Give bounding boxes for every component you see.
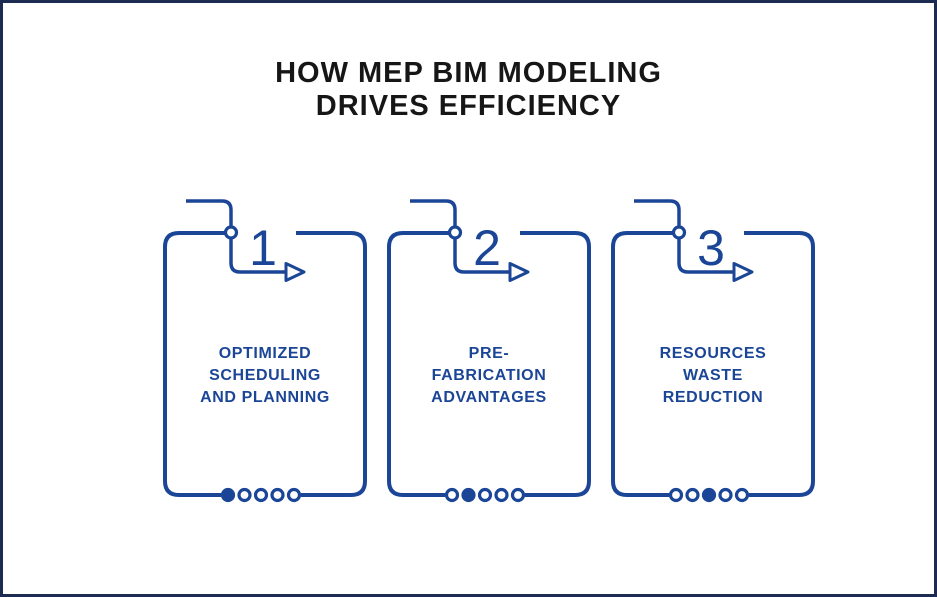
progress-dot xyxy=(718,487,733,503)
progress-dot xyxy=(237,487,252,503)
card-step-2-graphic: 2 xyxy=(387,199,591,503)
progress-dot xyxy=(701,487,717,503)
progress-dots xyxy=(220,487,302,503)
card-outline xyxy=(387,231,591,497)
node-dot-icon xyxy=(671,225,687,240)
node-dot-icon xyxy=(447,225,463,240)
progress-dot xyxy=(494,487,509,503)
node-dot-icon xyxy=(223,225,239,240)
card-label-line: FABRICATION xyxy=(431,367,547,384)
cards-row: 1 OPTIMIZED SCHEDULING AND PLANNING xyxy=(160,191,818,503)
step-number: 3 xyxy=(697,220,725,276)
card-label-line: RESOURCES xyxy=(659,345,767,362)
progress-dots xyxy=(444,487,526,503)
progress-dot xyxy=(444,487,460,503)
progress-dot xyxy=(510,487,526,503)
card-label-line: SCHEDULING xyxy=(209,367,321,384)
progress-dot xyxy=(668,487,684,503)
progress-dots xyxy=(668,487,750,503)
progress-dot xyxy=(220,487,236,503)
step-number: 1 xyxy=(249,220,277,276)
arrowhead-icon xyxy=(732,262,754,282)
card-outline xyxy=(611,231,815,497)
card-label-line: OPTIMIZED xyxy=(218,345,312,362)
progress-dot xyxy=(286,487,302,503)
step-number: 2 xyxy=(473,220,501,276)
card-step-2-label: PRE- FABRICATION ADVANTAGES xyxy=(389,343,589,409)
arrowhead-icon xyxy=(284,262,306,282)
progress-dot xyxy=(734,487,750,503)
card-step-3: 3 RESOURCES WASTE REDUCTION xyxy=(608,191,818,503)
progress-dot xyxy=(685,487,700,503)
progress-dot xyxy=(270,487,285,503)
card-step-3-label: RESOURCES WASTE REDUCTION xyxy=(613,343,813,409)
card-label-line: AND PLANNING xyxy=(200,389,330,406)
card-label-line: REDUCTION xyxy=(662,389,764,406)
card-step-1: 1 OPTIMIZED SCHEDULING AND PLANNING xyxy=(160,191,370,503)
card-step-2: 2 PRE- FABRICATION ADVANTAGES xyxy=(384,191,594,503)
card-step-1-label: OPTIMIZED SCHEDULING AND PLANNING xyxy=(165,343,365,409)
page-title-line1: HOW MEP BIM MODELING xyxy=(275,57,662,89)
progress-dot xyxy=(253,487,269,503)
card-label-line: PRE- xyxy=(468,345,510,362)
card-outline xyxy=(163,231,367,497)
progress-dot xyxy=(461,487,476,503)
page-title-line2: DRIVES EFFICIENCY xyxy=(315,90,622,122)
card-label-line: WASTE xyxy=(683,367,743,384)
card-label-line: ADVANTAGES xyxy=(431,389,547,406)
card-step-3-graphic: 3 xyxy=(611,199,815,503)
page-title: HOW MEP BIM MODELING DRIVES EFFICIENCY xyxy=(3,57,934,123)
arrowhead-icon xyxy=(508,262,530,282)
progress-dot xyxy=(477,487,493,503)
card-step-1-graphic: 1 xyxy=(163,199,367,503)
